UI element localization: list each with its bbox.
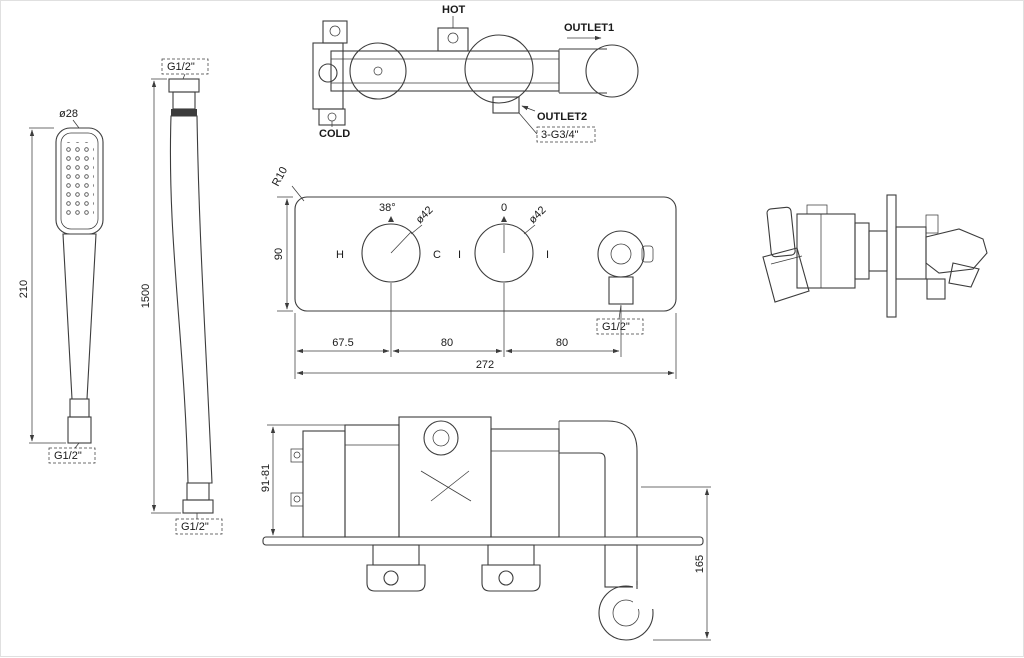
- outlet-elbow: [559, 420, 638, 537]
- handset-diameter-label: ø28: [59, 108, 78, 120]
- corner-radius-label: R10: [270, 165, 290, 188]
- dim-depth-range: 91-81: [260, 464, 272, 492]
- flow-mark-right: I: [546, 249, 549, 261]
- hose-view: G1/2" G1/2" 1500: [140, 58, 223, 535]
- side-handset-holder: [925, 228, 988, 274]
- outlet1-pipe-end: [585, 44, 639, 98]
- plate-edge: [262, 536, 704, 546]
- rear-thread-label: 3-G3/4": [541, 129, 579, 141]
- cold-mark: C: [433, 249, 441, 261]
- diverter-knob-pointer: [501, 216, 507, 222]
- valve-body-rear: [330, 50, 560, 92]
- handset-connector: [67, 416, 92, 444]
- diverter-dia-label: ø42: [527, 204, 549, 226]
- hose-nut-bottom: [182, 499, 214, 514]
- handset-view: ø28 G1/2" 210: [18, 108, 104, 464]
- hot-inlet-tab: [437, 27, 469, 52]
- dim-drop: 165: [694, 555, 706, 573]
- side-wall-plate: [886, 194, 897, 318]
- outlet-nipple: [608, 276, 634, 305]
- bottom-diverter-knob: [481, 564, 541, 592]
- handset-length-dim: 210: [18, 280, 30, 298]
- temp-38-label: 38°: [379, 202, 396, 214]
- bottom-valve-body: [398, 416, 492, 538]
- dim-272: 272: [476, 359, 494, 371]
- hot-mark: H: [336, 249, 344, 261]
- outlet2-port: [492, 96, 520, 114]
- hose-length-dim: 1500: [140, 284, 152, 308]
- diverter-knob: [474, 223, 534, 283]
- temp-knob-pointer: [388, 216, 394, 222]
- outlet1-label: OUTLET1: [564, 22, 614, 34]
- spray-face: [65, 142, 94, 216]
- diverter-0-label: 0: [501, 202, 507, 214]
- dim-67-5: 67.5: [332, 337, 353, 349]
- trim-front-view: R10 90 38° ø42 H C 0 ø42 I I G1/2": [270, 165, 677, 379]
- outlet-thread-label: G1/2": [602, 321, 630, 333]
- trim-plate: [294, 196, 677, 312]
- bottom-temp-knob: [366, 564, 426, 592]
- side-lever: [766, 206, 796, 258]
- mount-bracket-left: [312, 42, 344, 110]
- flow-mark-left: I: [458, 249, 461, 261]
- hose-nut-top: [168, 78, 200, 93]
- cartridge-rear-left: [349, 42, 407, 100]
- hot-label: HOT: [442, 4, 466, 16]
- side-valve-body: [796, 213, 856, 289]
- outlet2-label: OUTLET2: [537, 111, 587, 123]
- hose-thread-top-label: G1/2": [167, 61, 195, 73]
- cartridge-rear-right: [464, 34, 534, 104]
- valve-bottom-view: 91-81 165: [260, 416, 711, 641]
- valve-rear-view: HOT OUTLET2 OUTLET1 COLD 3-G3/4": [312, 4, 639, 143]
- hose-body: [169, 115, 213, 484]
- handset-thread-label: G1/2": [54, 450, 82, 462]
- plate-height-dim: 90: [273, 248, 285, 260]
- side-outlet-nipple: [926, 278, 946, 300]
- valve-side-view: [762, 194, 988, 318]
- temp-knob: [361, 223, 421, 283]
- handset-handle: [62, 233, 97, 400]
- dim-80-right: 80: [556, 337, 568, 349]
- dim-80-left: 80: [441, 337, 453, 349]
- cold-label: COLD: [319, 128, 350, 140]
- handset-outlet: [597, 230, 645, 278]
- temp-knob-dia-label: ø42: [414, 204, 436, 226]
- hose-thread-bottom-label: G1/2": [181, 521, 209, 533]
